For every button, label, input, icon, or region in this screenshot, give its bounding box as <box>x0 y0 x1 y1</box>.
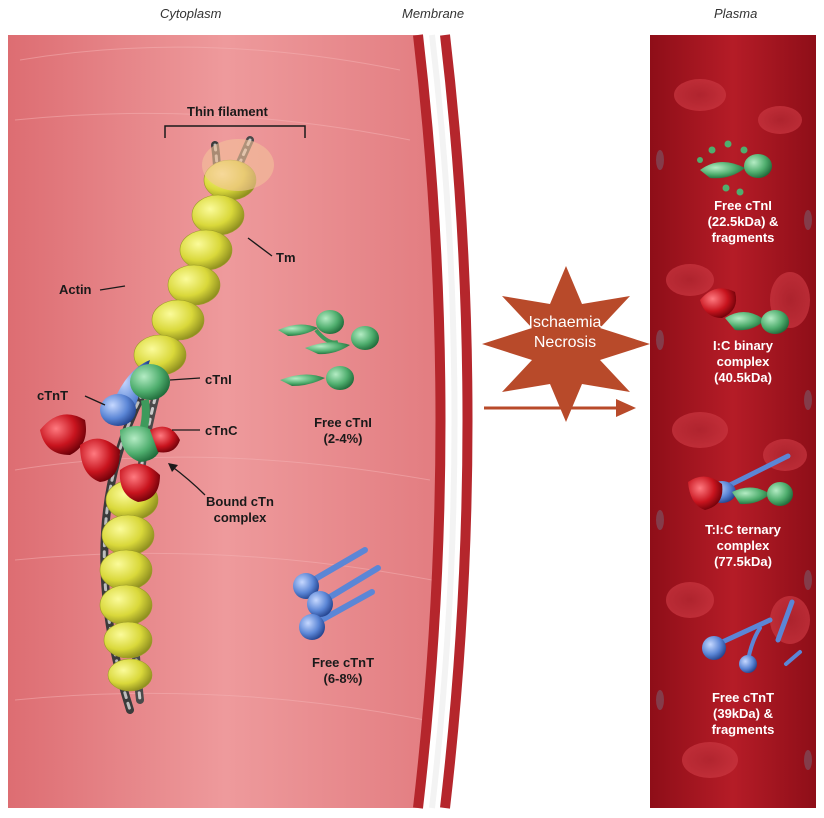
ctni-label: cTnI <box>205 372 232 387</box>
tm-label: Tm <box>276 250 296 265</box>
cytoplasm-header: Cytoplasm <box>160 6 221 21</box>
necrosis-text: Necrosis <box>495 333 635 353</box>
plasma-free-ctni-line3: fragments <box>680 230 806 246</box>
free-ctni-cytoplasm-label: Free cTnI (2-4%) <box>298 415 388 447</box>
plasma-free-ctnt-line3: fragments <box>680 722 806 738</box>
plasma-free-ctnt-label: Free cTnT (39kDa) & fragments <box>680 690 806 738</box>
plasma-ic-binary-line3: (40.5kDa) <box>680 370 806 386</box>
free-ctni-cytoplasm-line2: (2-4%) <box>298 431 388 447</box>
actin-label: Actin <box>59 282 92 297</box>
filament-end-glow <box>202 139 274 191</box>
ischaemia-necrosis-label: Ischaemia Necrosis <box>495 313 635 353</box>
free-ctni-cytoplasm-line1: Free cTnI <box>298 415 388 431</box>
ischaemia-text: Ischaemia <box>495 313 635 333</box>
ctnt-label: cTnT <box>37 388 68 403</box>
plasma-free-ctni-line1: Free cTnI <box>680 198 806 214</box>
plasma-header: Plasma <box>714 6 757 21</box>
plasma-free-ctnt-line1: Free cTnT <box>680 690 806 706</box>
ctnc-label: cTnC <box>205 423 238 438</box>
thin-filament-label: Thin filament <box>187 104 268 119</box>
plasma-free-ctnt-line2: (39kDa) & <box>680 706 806 722</box>
bound-ctn-complex-line1: Bound cTn <box>200 494 280 510</box>
release-arrowhead <box>616 399 636 417</box>
bound-ctn-complex-line2: complex <box>200 510 280 526</box>
plasma-free-ctni-label: Free cTnI (22.5kDa) & fragments <box>680 198 806 246</box>
plasma-tic-ternary-line2: complex <box>680 538 806 554</box>
plasma-tic-ternary-line3: (77.5kDa) <box>680 554 806 570</box>
bound-ctn-complex-label: Bound cTn complex <box>200 494 280 526</box>
plasma-free-ctni-line2: (22.5kDa) & <box>680 214 806 230</box>
free-ctnt-cytoplasm-label: Free cTnT (6-8%) <box>298 655 388 687</box>
membrane-header: Membrane <box>402 6 464 21</box>
free-ctnt-cytoplasm-line2: (6-8%) <box>298 671 388 687</box>
plasma-tic-ternary-label: T:I:C ternary complex (77.5kDa) <box>680 522 806 570</box>
plasma-ic-binary-line1: I:C binary <box>680 338 806 354</box>
plasma-tic-ternary-line1: T:I:C ternary <box>680 522 806 538</box>
plasma-ic-binary-line2: complex <box>680 354 806 370</box>
free-ctnt-cytoplasm-line1: Free cTnT <box>298 655 388 671</box>
plasma-ic-binary-label: I:C binary complex (40.5kDa) <box>680 338 806 386</box>
